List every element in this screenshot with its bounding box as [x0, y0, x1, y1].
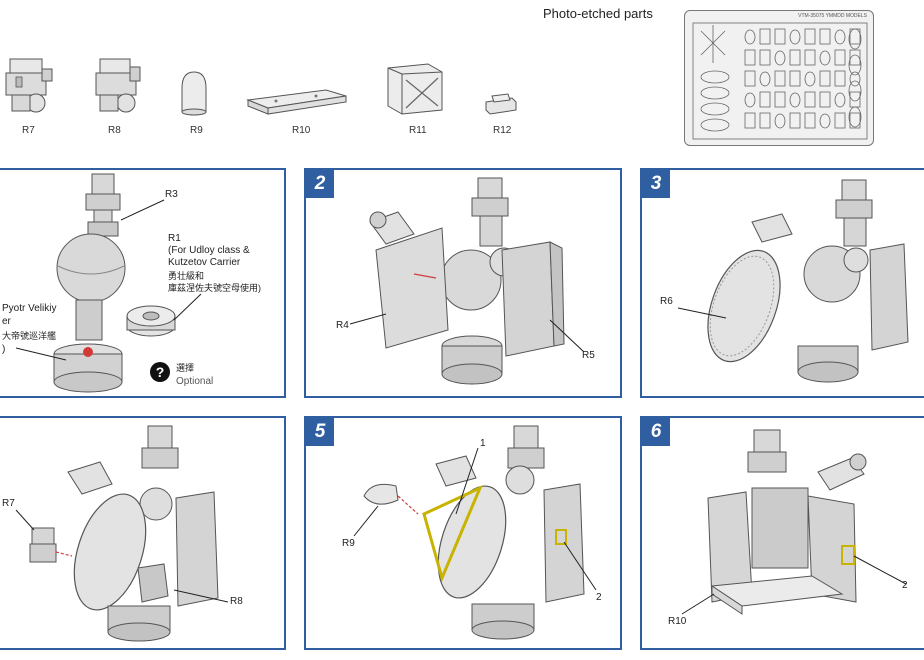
step5-assembly-drawing: [306, 418, 622, 650]
step3-callout-r6: R6: [660, 296, 673, 307]
fret-parts-graphic: [685, 11, 874, 146]
part-r7-drawing: [2, 55, 58, 117]
step2-callout-r4: R4: [336, 320, 349, 331]
step1-r1-note-cn-2: 庫茲涅佐夫號空母使用): [168, 282, 261, 294]
part-r9-label: R9: [190, 125, 203, 136]
step1-left-note-cn: 大帝號巡洋艦: [2, 330, 56, 342]
step4-assembly-drawing: [0, 418, 286, 650]
part-r8-drawing: [90, 55, 146, 117]
step4-panel: R7 R8: [0, 416, 286, 650]
step3-panel: 3 R6: [640, 168, 924, 398]
part-r12-label: R12: [493, 125, 511, 136]
part-r11-label: R11: [409, 125, 427, 136]
part-r10-label: R10: [292, 125, 310, 136]
step6-panel: 6 R10 2: [640, 416, 924, 650]
step1-panel: R3 R1 (For Udloy class & Kutzetov Carrie…: [0, 168, 286, 398]
step1-r1-note-2: Kutzetov Carrier: [168, 257, 240, 269]
step1-r1-note-1: (For Udloy class &: [168, 245, 250, 257]
step1-callout-r3: R3: [165, 189, 178, 200]
part-r7-label: R7: [22, 125, 35, 136]
step4-callout-r8: R8: [230, 596, 243, 607]
step1-r1-note-cn-1: 勇壮級和: [168, 270, 204, 282]
photo-etched-fret: VTM-35075 YMMDD MODELS: [684, 10, 874, 146]
part-r8-label: R8: [108, 125, 121, 136]
part-r11-drawing: [384, 60, 446, 116]
part-r9-drawing: [176, 68, 212, 116]
step1-left-note-2: er: [2, 316, 11, 328]
photo-etched-title: Photo-etched parts: [543, 6, 653, 21]
optional-question-icon: ?: [150, 362, 170, 382]
step1-left-note-1: Pyotr Velikiy: [2, 303, 56, 315]
step1-optional-en: Optional: [176, 376, 213, 388]
step5-panel: 5 1 R9 2: [304, 416, 622, 650]
step1-left-note-paren: ): [2, 344, 5, 356]
step2-panel: 2 R4 R5: [304, 168, 622, 398]
step2-callout-r5: R5: [582, 350, 595, 361]
part-r10-drawing: [246, 84, 350, 116]
part-r12-drawing: [482, 92, 520, 116]
step1-r1-label: R1: [168, 233, 181, 245]
step6-callout-2: 2: [902, 580, 908, 591]
step5-callout-r9: R9: [342, 538, 355, 549]
step5-callout-1: 1: [480, 438, 486, 449]
step4-callout-r7: R7: [2, 498, 15, 509]
step5-callout-2: 2: [596, 592, 602, 603]
step6-callout-r10: R10: [668, 616, 686, 627]
step1-optional-cn: 選擇: [176, 362, 194, 374]
step3-assembly-drawing: [642, 170, 924, 398]
step2-assembly-drawing: [306, 170, 622, 398]
